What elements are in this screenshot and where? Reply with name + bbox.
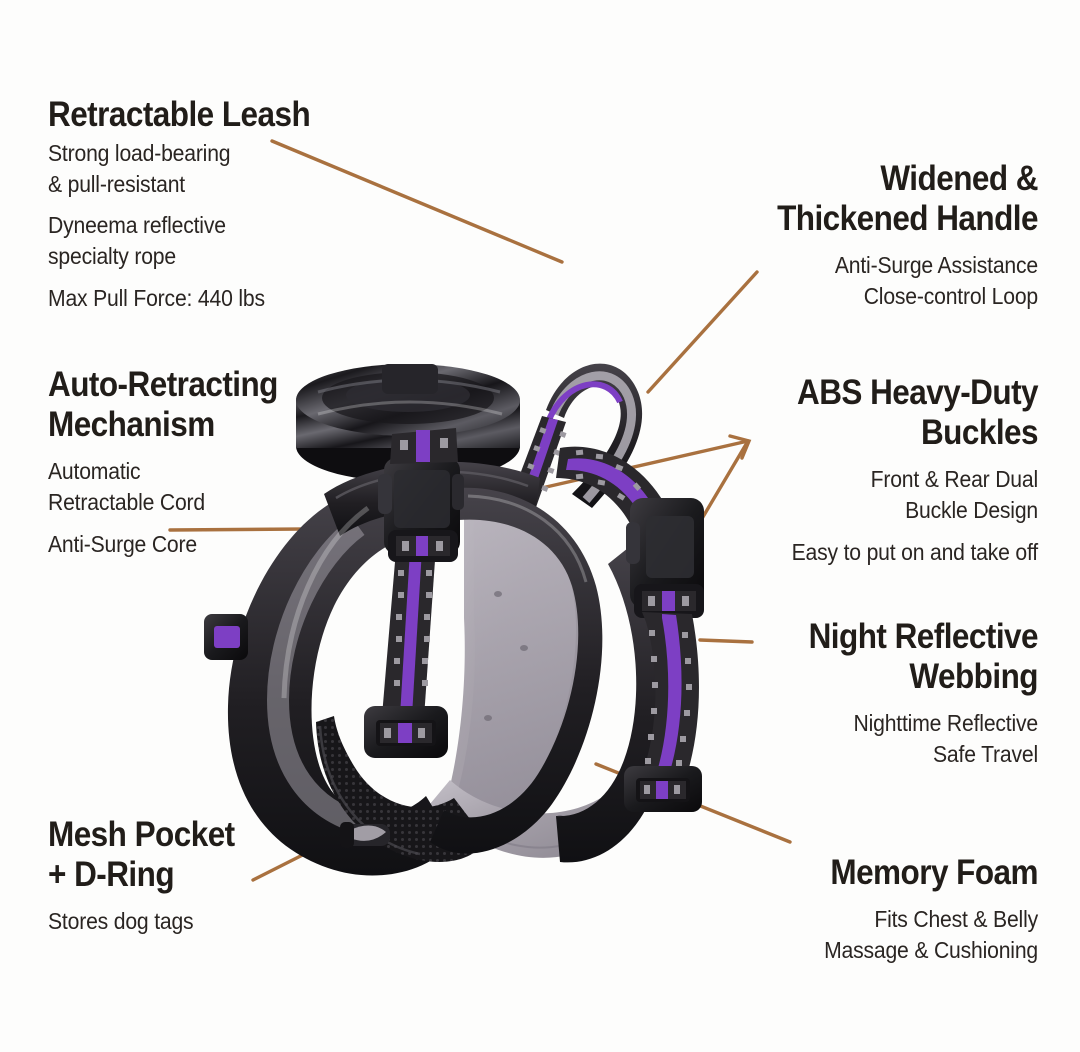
auto-retracting-title-line-1: Auto-Retracting xyxy=(48,365,278,404)
product-photo-dog-harness xyxy=(168,178,732,878)
harness-body xyxy=(227,461,673,876)
retractable-leash-title: Retractable Leash xyxy=(48,95,311,134)
left-neck-loop xyxy=(227,488,454,876)
buckles-line-2: Buckle Design xyxy=(905,496,1038,523)
buckles-title-line-1: ABS Heavy-Duty xyxy=(796,373,1039,412)
memory-foam-title: Memory Foam xyxy=(830,853,1038,892)
annotation-widened-thickened-handle: Widened & Thickened Handle Anti-Surge As… xyxy=(708,160,1038,314)
rear-abs-buckle-assembly xyxy=(626,498,704,784)
retractable-leash-line-4: specialty rope xyxy=(48,243,176,270)
retractable-leash-line-2: & pull-resistant xyxy=(48,170,186,197)
front-abs-buckle-assembly xyxy=(378,428,464,718)
rear-strap-adjuster xyxy=(624,766,702,812)
handle-line-2: Close-control Loop xyxy=(863,282,1038,309)
reflective-title-line-2: Webbing xyxy=(909,657,1038,697)
handle-line-1: Anti-Surge Assistance xyxy=(834,252,1038,279)
reflective-line-2: Safe Travel xyxy=(932,740,1038,767)
mesh-pocket-title-line-1: Mesh Pocket xyxy=(48,815,235,854)
annotation-retractable-leash: Retractable Leash Strong load-bearing & … xyxy=(48,96,378,315)
auto-retracting-title-line-2: Mechanism xyxy=(48,405,215,445)
reflective-line-1: Nighttime Reflective xyxy=(853,710,1039,737)
mesh-pocket-line-1: Stores dog tags xyxy=(48,908,194,935)
retractable-leash-line-1: Strong load-bearing xyxy=(48,140,231,167)
reflective-title-line-1: Night Reflective xyxy=(808,617,1039,656)
buckles-title-line-2: Buckles xyxy=(920,413,1039,453)
handle-title-line-2: Thickened Handle xyxy=(777,199,1038,239)
retractable-leash-line-3: Dyneema reflective xyxy=(48,212,226,239)
buckles-line-1: Front & Rear Dual xyxy=(870,466,1039,493)
handle-title-line-1: Widened & xyxy=(880,159,1038,198)
d-ring xyxy=(340,822,390,848)
annotation-mesh-pocket-d-ring: Mesh Pocket + D-Ring Stores dog tags xyxy=(48,816,348,939)
mesh-pocket-title-line-2: + D-Ring xyxy=(48,855,175,895)
photo-highlights xyxy=(281,400,588,699)
annotation-auto-retracting-mechanism: Auto-Retracting Mechanism Automatic Retr… xyxy=(48,366,358,561)
auto-retracting-line-1: Automatic xyxy=(48,458,141,485)
annotation-night-reflective-webbing: Night Reflective Webbing Nighttime Refle… xyxy=(708,617,1039,772)
annotation-abs-heavy-duty-buckles: ABS Heavy-Duty Buckles Front & Rear Dual… xyxy=(698,373,1039,569)
front-strap-adjuster xyxy=(364,706,448,758)
annotation-memory-foam: Memory Foam Fits Chest & Belly Massage &… xyxy=(708,854,1038,967)
memory-foam-line-2: Massage & Cushioning xyxy=(824,936,1038,963)
chest-panel-rim xyxy=(430,487,603,854)
retractable-leash-line-5: Max Pull Force: 440 lbs xyxy=(48,284,265,311)
left-side-adjuster xyxy=(204,614,248,660)
auto-retracting-line-3: Anti-Surge Core xyxy=(48,530,197,557)
auto-retracting-line-2: Retractable Cord xyxy=(48,488,206,515)
memory-foam-line-1: Fits Chest & Belly xyxy=(874,906,1038,933)
buckles-line-3: Easy to put on and take off xyxy=(791,538,1039,565)
